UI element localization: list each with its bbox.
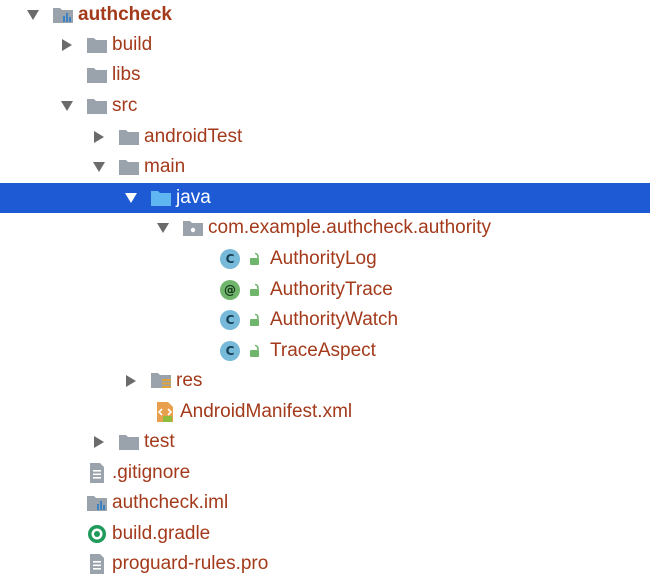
text-file-icon <box>86 462 108 484</box>
tree-item-label: AuthorityTrace <box>270 279 393 300</box>
chevron-down-icon[interactable] <box>122 183 140 213</box>
annotation-icon: @ <box>220 280 240 300</box>
tree-item-manifest[interactable]: AndroidManifest.xml <box>0 397 650 427</box>
chevron-down-icon[interactable] <box>24 0 42 30</box>
tree-item-label: build.gradle <box>112 523 211 544</box>
class-icon: C <box>220 249 240 269</box>
class-icon: C <box>220 310 240 330</box>
tree-item-main[interactable]: main <box>0 152 650 182</box>
folder-icon <box>118 431 140 453</box>
tree-item-label: com.example.authcheck.authority <box>208 217 492 238</box>
tree-item-test[interactable]: test <box>0 427 650 457</box>
tree-item-res[interactable]: res <box>0 366 650 396</box>
gradle-icon <box>86 523 108 545</box>
folder-icon <box>86 95 108 117</box>
chevron-down-icon[interactable] <box>90 152 108 182</box>
tree-item-label: libs <box>112 64 141 85</box>
tree-item-libs[interactable]: libs <box>0 60 650 90</box>
tree-item-label: test <box>144 431 175 452</box>
package-icon <box>182 217 204 239</box>
tree-item-label: androidTest <box>144 126 243 147</box>
tree-item-class[interactable]: C AuthorityWatch <box>0 305 650 335</box>
chevron-right-icon[interactable] <box>90 427 108 457</box>
text-file-icon <box>86 553 108 575</box>
tree-item-class[interactable]: @ AuthorityTrace <box>0 275 650 305</box>
tree-item-build[interactable]: build <box>0 30 650 60</box>
tree-item-package[interactable]: com.example.authcheck.authority <box>0 213 650 243</box>
tree-item-label: authcheck <box>78 4 172 25</box>
resource-folder-icon <box>150 370 172 392</box>
tree-item-class[interactable]: C TraceAspect <box>0 336 650 366</box>
open-lock-icon <box>248 312 262 328</box>
tree-item-gradle[interactable]: build.gradle <box>0 519 650 549</box>
folder-icon <box>118 126 140 148</box>
folder-icon <box>118 156 140 178</box>
tree-item-label: AuthorityLog <box>270 248 377 269</box>
tree-item-label: java <box>176 187 211 208</box>
tree-item-src[interactable]: src <box>0 91 650 121</box>
tree-item-label: AndroidManifest.xml <box>180 401 353 422</box>
tree-item-gitignore[interactable]: .gitignore <box>0 458 650 488</box>
open-lock-icon <box>248 251 262 267</box>
tree-item-proguard[interactable]: proguard-rules.pro <box>0 549 650 579</box>
tree-item-label: res <box>176 370 203 391</box>
class-icon: C <box>220 341 240 361</box>
tree-item-authcheck[interactable]: authcheck <box>0 0 650 30</box>
tree-item-androidtest[interactable]: androidTest <box>0 122 650 152</box>
chevron-right-icon[interactable] <box>58 30 76 60</box>
tree-item-label: main <box>144 156 186 177</box>
manifest-file-icon <box>154 401 176 423</box>
tree-item-label: TraceAspect <box>270 340 376 361</box>
tree-item-label: proguard-rules.pro <box>112 553 269 574</box>
tree-item-label: .gitignore <box>112 462 191 483</box>
open-lock-icon <box>248 282 262 298</box>
chevron-right-icon[interactable] <box>122 366 140 396</box>
tree-item-label: authcheck.iml <box>112 492 229 513</box>
tree-item-iml[interactable]: authcheck.iml <box>0 488 650 518</box>
chevron-down-icon[interactable] <box>154 213 172 243</box>
tree-item-label: AuthorityWatch <box>270 309 399 330</box>
tree-item-label: src <box>112 95 138 116</box>
folder-icon <box>86 64 108 86</box>
source-folder-icon <box>150 187 172 209</box>
tree-item-java[interactable]: java <box>0 183 650 213</box>
module-file-icon <box>86 492 108 514</box>
module-folder-icon <box>52 4 74 26</box>
open-lock-icon <box>248 343 262 359</box>
tree-item-label: build <box>112 34 153 55</box>
tree-item-class[interactable]: C AuthorityLog <box>0 244 650 274</box>
chevron-right-icon[interactable] <box>90 122 108 152</box>
chevron-down-icon[interactable] <box>58 91 76 121</box>
folder-icon <box>86 34 108 56</box>
